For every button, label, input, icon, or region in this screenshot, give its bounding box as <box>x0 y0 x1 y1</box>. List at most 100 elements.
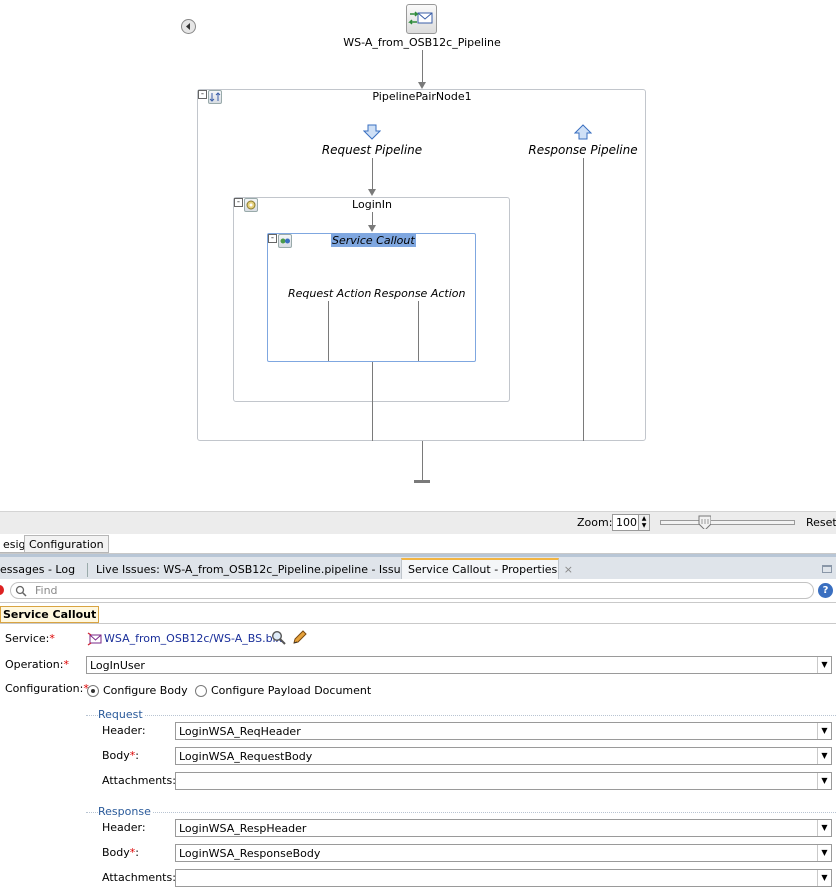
properties-title: Service Callout <box>0 606 100 623</box>
connector-line <box>422 50 423 83</box>
browse-search-icon[interactable] <box>271 630 287 646</box>
configure-body-label[interactable]: Configure Body <box>103 684 188 697</box>
required-marker: * <box>49 632 55 645</box>
chevron-down-icon[interactable]: ▼ <box>817 657 831 673</box>
find-input[interactable]: Find <box>10 582 814 599</box>
request-header-select[interactable]: LoginWSA_ReqHeader ▼ <box>175 722 832 740</box>
chevron-down-icon[interactable]: ▼ <box>817 748 831 764</box>
response-action-label[interactable]: Response Action <box>374 287 466 300</box>
connector-line <box>372 212 373 226</box>
colon: : <box>135 846 139 859</box>
tab-messages-log[interactable]: essages - Log <box>0 563 76 576</box>
response-header-select[interactable]: LoginWSA_RespHeader ▼ <box>175 819 832 837</box>
colon: : <box>135 749 139 762</box>
request-header-value: LoginWSA_ReqHeader <box>179 725 301 738</box>
required-marker: * <box>129 749 136 762</box>
zoom-reset-button[interactable]: Reset <box>806 516 836 529</box>
service-link[interactable]: WSA_from_OSB12c/WS-A_BS.bix <box>104 632 283 645</box>
minimize-panel-icon[interactable] <box>822 565 832 573</box>
zoom-spinner[interactable]: ▲▼ <box>638 514 650 531</box>
zoom-slider-thumb[interactable] <box>697 515 711 529</box>
stage-label: LoginIn <box>352 198 392 211</box>
pipeline-pair-icon <box>208 90 222 104</box>
pipeline-pair-label: PipelinePairNode1 <box>372 90 472 103</box>
chevron-down-icon[interactable]: ▼ <box>817 870 831 886</box>
connector-line <box>328 301 329 361</box>
response-body-label: Body*: <box>102 846 139 859</box>
response-body-select[interactable]: LoginWSA_ResponseBody ▼ <box>175 844 832 862</box>
business-service-icon <box>87 632 102 646</box>
proxy-service-icon[interactable] <box>406 4 437 34</box>
pipeline-diagram-canvas[interactable]: WS-A_from_OSB12c_Pipeline - PipelinePair… <box>0 0 836 510</box>
help-icon[interactable]: ? <box>818 583 833 598</box>
request-pipeline-label[interactable]: Request Pipeline <box>321 143 423 157</box>
response-section-divider <box>86 812 836 813</box>
zoom-label: Zoom: <box>577 516 613 529</box>
service-callout-node[interactable] <box>267 233 476 362</box>
configure-payload-label[interactable]: Configure Payload Document <box>211 684 372 697</box>
collapse-stage-button[interactable]: - <box>234 197 243 207</box>
bottom-panel-tabs: essages - Log Live Issues: WS-A_from_OSB… <box>0 554 836 579</box>
chevron-down-icon[interactable]: ▼ <box>817 845 831 861</box>
collapse-pair-node-button[interactable]: - <box>198 89 207 99</box>
back-nav-icon[interactable] <box>181 19 196 34</box>
configuration-label-text: Configuration: <box>5 682 84 695</box>
response-section-label: Response <box>98 805 153 818</box>
service-callout-label[interactable]: Service Callout <box>331 234 416 247</box>
response-pipeline-arrow-icon <box>574 124 592 140</box>
tab-label: Service Callout - Properties <box>408 563 558 576</box>
service-callout-properties-panel: Service Callout Service:* WSA_from_OSB12… <box>0 604 836 890</box>
stop-icon[interactable] <box>0 585 4 595</box>
zoom-input[interactable]: 100 <box>612 514 639 531</box>
title-underline <box>0 623 836 624</box>
connector-line <box>372 362 373 441</box>
close-icon[interactable]: × <box>563 563 573 576</box>
connector-arrow <box>368 225 376 232</box>
find-placeholder: Find <box>35 584 58 597</box>
request-action-label[interactable]: Request Action <box>288 287 372 300</box>
editor-view-tabs: esign Configuration <box>0 534 836 554</box>
request-body-select[interactable]: LoginWSA_RequestBody ▼ <box>175 747 832 765</box>
proxy-service-label[interactable]: WS-A_from_OSB12c_Pipeline <box>343 36 501 49</box>
zoom-slider-track[interactable] <box>660 520 795 525</box>
configure-body-radio[interactable] <box>87 685 99 697</box>
operation-value: LogInUser <box>90 659 145 672</box>
response-attachments-select[interactable]: ▼ <box>175 869 832 887</box>
chevron-down-icon[interactable]: ▼ <box>817 820 831 836</box>
collapse-callout-button[interactable]: - <box>268 233 277 243</box>
response-body-value: LoginWSA_ResponseBody <box>179 847 321 860</box>
connector-line <box>372 158 373 190</box>
service-label-text: Service: <box>5 632 50 645</box>
response-header-label: Header: <box>102 821 146 834</box>
request-pipeline-arrow-icon <box>363 124 381 140</box>
connector-arrow <box>418 82 426 89</box>
tab-live-issues[interactable]: Live Issues: WS-A_from_OSB12c_Pipeline.p… <box>96 563 414 576</box>
request-body-label: Body*: <box>102 749 139 762</box>
required-marker: * <box>129 846 136 859</box>
connector-arrow <box>368 189 376 196</box>
request-attachments-select[interactable]: ▼ <box>175 772 832 790</box>
response-body-label-text: Body <box>102 846 130 859</box>
service-label: Service:* <box>5 632 55 645</box>
service-callout-icon <box>278 234 292 248</box>
edit-pencil-icon[interactable] <box>291 630 307 646</box>
find-bar: Find ? <box>0 579 836 603</box>
tab-configuration[interactable]: Configuration <box>24 535 109 553</box>
request-body-label-text: Body <box>102 749 130 762</box>
tab-service-callout-properties[interactable]: Service Callout - Properties × <box>401 558 573 579</box>
configuration-label: Configuration:* <box>5 682 89 695</box>
operation-select[interactable]: LogInUser ▼ <box>86 656 832 674</box>
request-header-label: Header: <box>102 724 146 737</box>
zoom-toolbar: Zoom: 100 ▲▼ Reset <box>0 511 836 534</box>
response-pipeline-label[interactable]: Response Pipeline <box>528 143 638 157</box>
request-attachments-label: Attachments: <box>102 774 176 787</box>
chevron-down-icon[interactable]: ▼ <box>817 723 831 739</box>
configure-payload-radio[interactable] <box>195 685 207 697</box>
connector-line <box>583 158 584 441</box>
request-section-label: Request <box>98 708 145 721</box>
response-attachments-label: Attachments: <box>102 871 176 884</box>
required-marker: * <box>63 658 69 671</box>
chevron-down-icon[interactable]: ▼ <box>817 773 831 789</box>
tab-separator <box>87 563 88 577</box>
required-marker: * <box>83 682 89 695</box>
